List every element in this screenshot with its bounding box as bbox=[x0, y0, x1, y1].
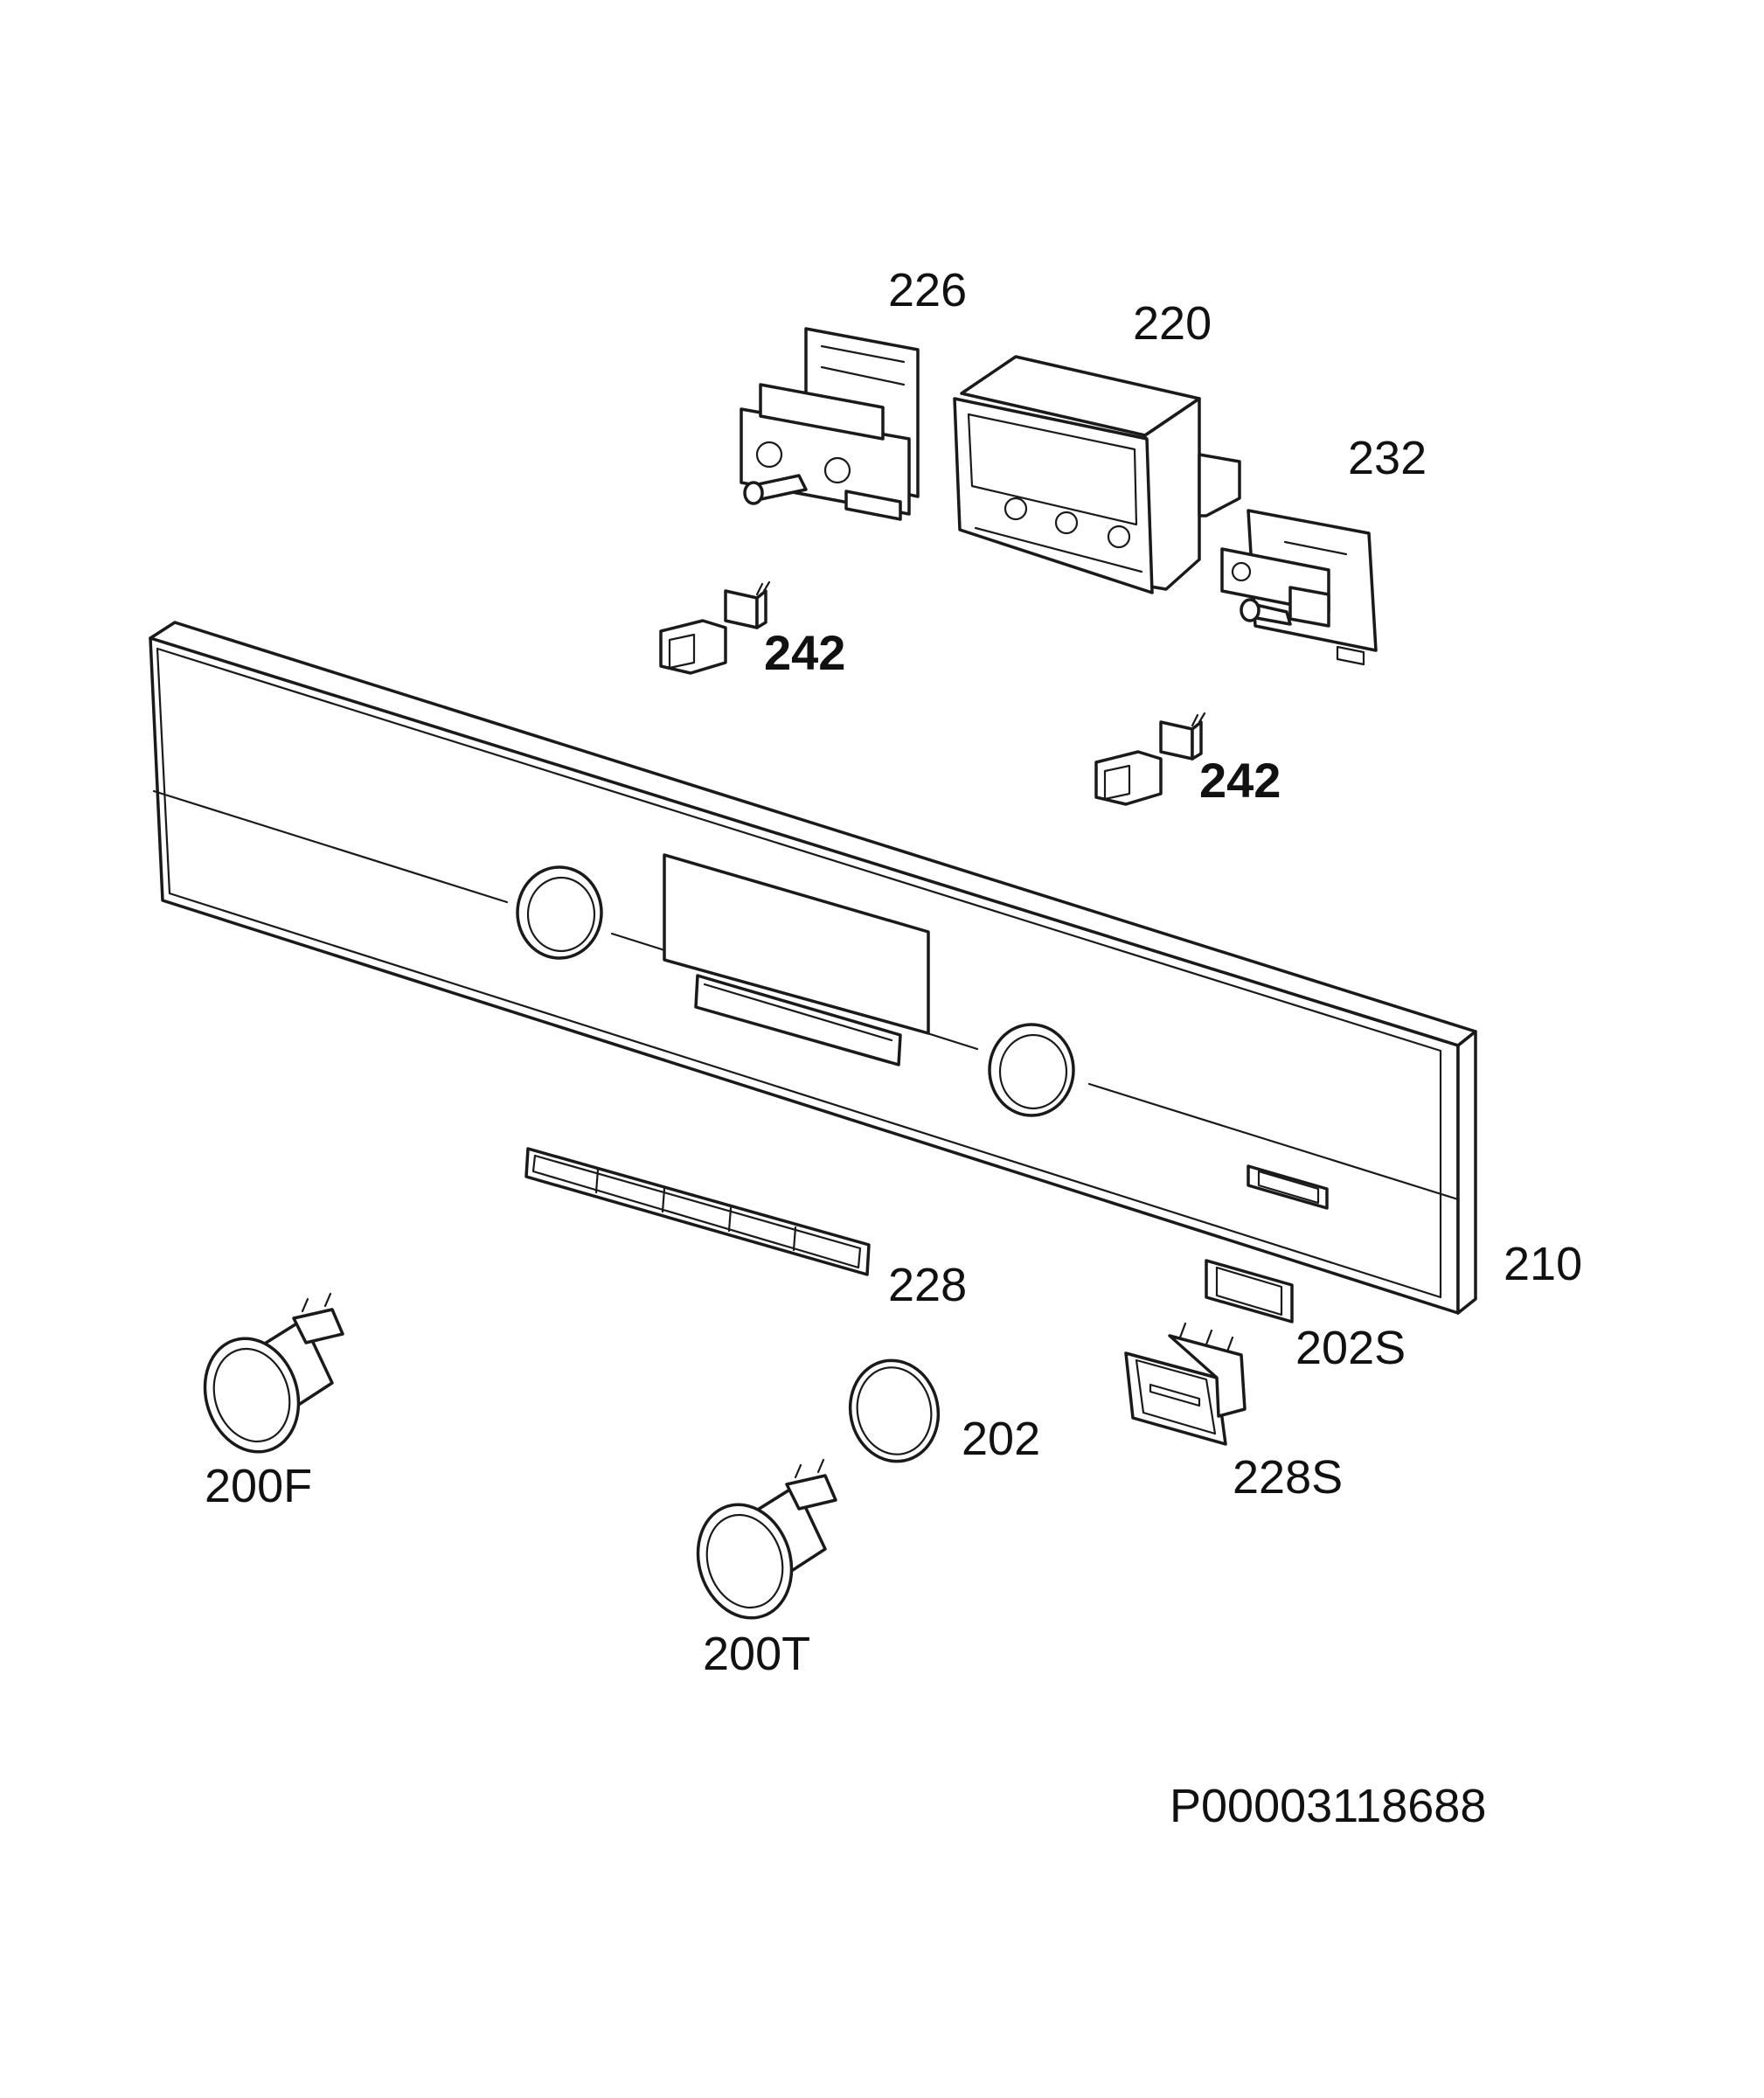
button-strip-228-drawing bbox=[524, 1147, 871, 1276]
ring-202-drawing bbox=[848, 1358, 941, 1463]
lamp-242b-drawing bbox=[1094, 712, 1206, 806]
part-label-242-lower: 242 bbox=[1199, 753, 1281, 808]
part-label-226: 226 bbox=[888, 264, 967, 316]
switch-228s-drawing bbox=[1124, 1322, 1247, 1446]
part-label-232: 232 bbox=[1348, 432, 1427, 484]
switch-232-drawing bbox=[1220, 509, 1378, 666]
part-label-202: 202 bbox=[962, 1413, 1040, 1465]
knob-200f-drawing bbox=[203, 1292, 344, 1454]
part-label-200f: 200F bbox=[205, 1460, 312, 1512]
part-label-220: 220 bbox=[1133, 297, 1212, 350]
document-id: P00003118688 bbox=[1170, 1780, 1486, 1832]
rotary-switch-226-drawing bbox=[740, 327, 920, 521]
part-label-242-upper: 242 bbox=[764, 625, 845, 680]
part-label-228s: 228S bbox=[1233, 1451, 1343, 1504]
frame-202s-drawing bbox=[1205, 1259, 1294, 1323]
part-label-202s: 202S bbox=[1295, 1322, 1406, 1374]
part-label-200t: 200T bbox=[703, 1628, 810, 1680]
knob-200t-drawing bbox=[696, 1458, 837, 1620]
part-label-210: 210 bbox=[1504, 1238, 1582, 1290]
part-label-228: 228 bbox=[888, 1259, 967, 1311]
control-panel-drawing bbox=[149, 621, 1477, 1315]
display-module-220-drawing bbox=[953, 355, 1241, 594]
lamp-242a-drawing bbox=[659, 580, 771, 675]
